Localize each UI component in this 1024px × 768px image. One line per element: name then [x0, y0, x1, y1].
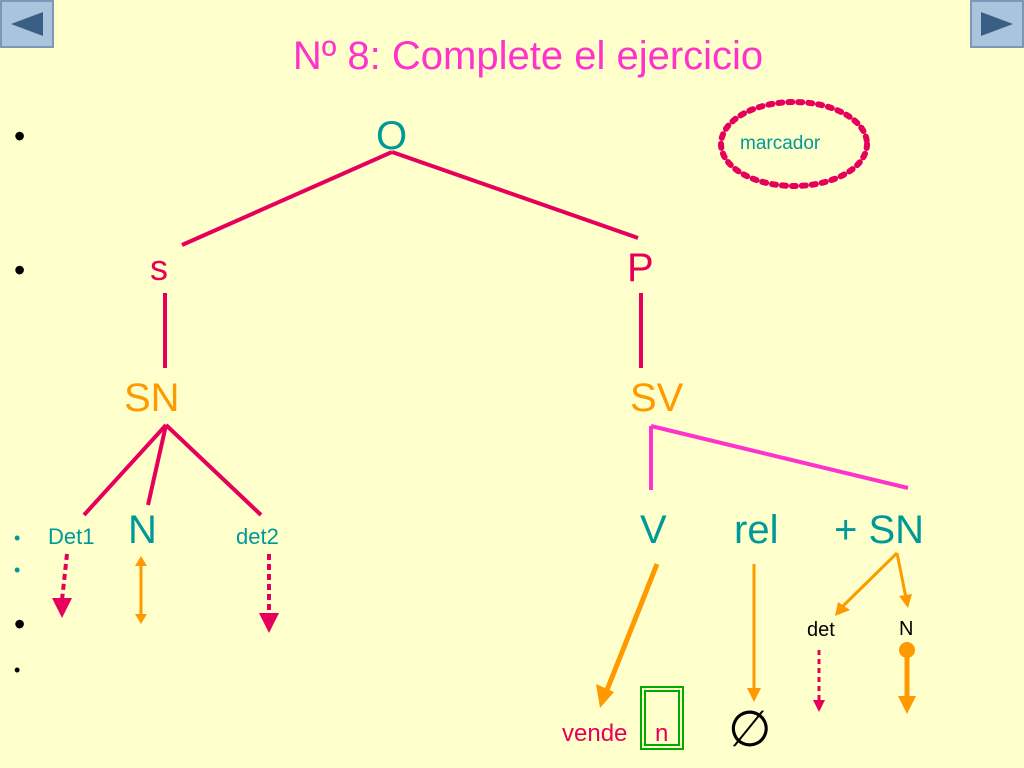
node-p: P	[627, 246, 654, 290]
marker-dotted-ellipse	[718, 99, 870, 189]
branch-o-p	[391, 150, 639, 240]
node-o: O	[376, 114, 408, 158]
det-dashed-arrow	[813, 650, 825, 712]
word-stem: vende	[562, 720, 628, 747]
bullet-2: •	[14, 252, 26, 288]
node-sv: SV	[630, 376, 684, 420]
word-suffix: n	[655, 720, 669, 747]
bullet-3: •	[14, 528, 21, 548]
v-arrow	[596, 563, 660, 708]
rel-arrow	[747, 564, 761, 702]
node-v: V	[640, 508, 667, 552]
empty-set-icon: ∅	[728, 701, 772, 757]
bullet-4: •	[14, 560, 21, 580]
branch-sn-det1	[82, 423, 168, 517]
node-s: s	[150, 247, 168, 288]
branch-sn-det2	[164, 423, 263, 517]
slide-title: Nº 8: Complete el ejercicio	[292, 34, 764, 78]
branch-sn-n	[146, 424, 168, 506]
node-plus-sn: + SN	[834, 508, 925, 552]
det1-dashed-arrow	[52, 553, 72, 618]
branch-sv-sn	[650, 424, 909, 490]
bullet-5: •	[14, 606, 26, 642]
bullet-6: •	[14, 660, 21, 680]
sn-det-arrow	[835, 551, 899, 616]
det2-dashed-arrow	[259, 554, 279, 633]
node-rel: rel	[734, 508, 779, 552]
prev-slide-button[interactable]	[0, 0, 54, 48]
suffix-box-inner	[644, 690, 680, 746]
next-slide-button[interactable]	[970, 0, 1024, 48]
triangle-left-icon	[11, 12, 43, 36]
n-dot-arrow	[898, 642, 916, 714]
sn-n-arrow	[895, 552, 912, 608]
bullet-1: •	[14, 118, 26, 154]
node-det1: Det1	[48, 524, 95, 549]
node-det2: det2	[236, 524, 279, 549]
branch-o-s	[181, 150, 393, 247]
node-det: det	[807, 619, 835, 641]
suffix-box-outer	[640, 686, 684, 750]
node-n-small: N	[899, 618, 914, 640]
node-n: N	[128, 508, 157, 552]
triangle-right-icon	[981, 12, 1013, 36]
n-double-arrow	[135, 556, 147, 624]
marker-label: marcador	[740, 133, 821, 154]
node-sn: SN	[124, 376, 180, 420]
